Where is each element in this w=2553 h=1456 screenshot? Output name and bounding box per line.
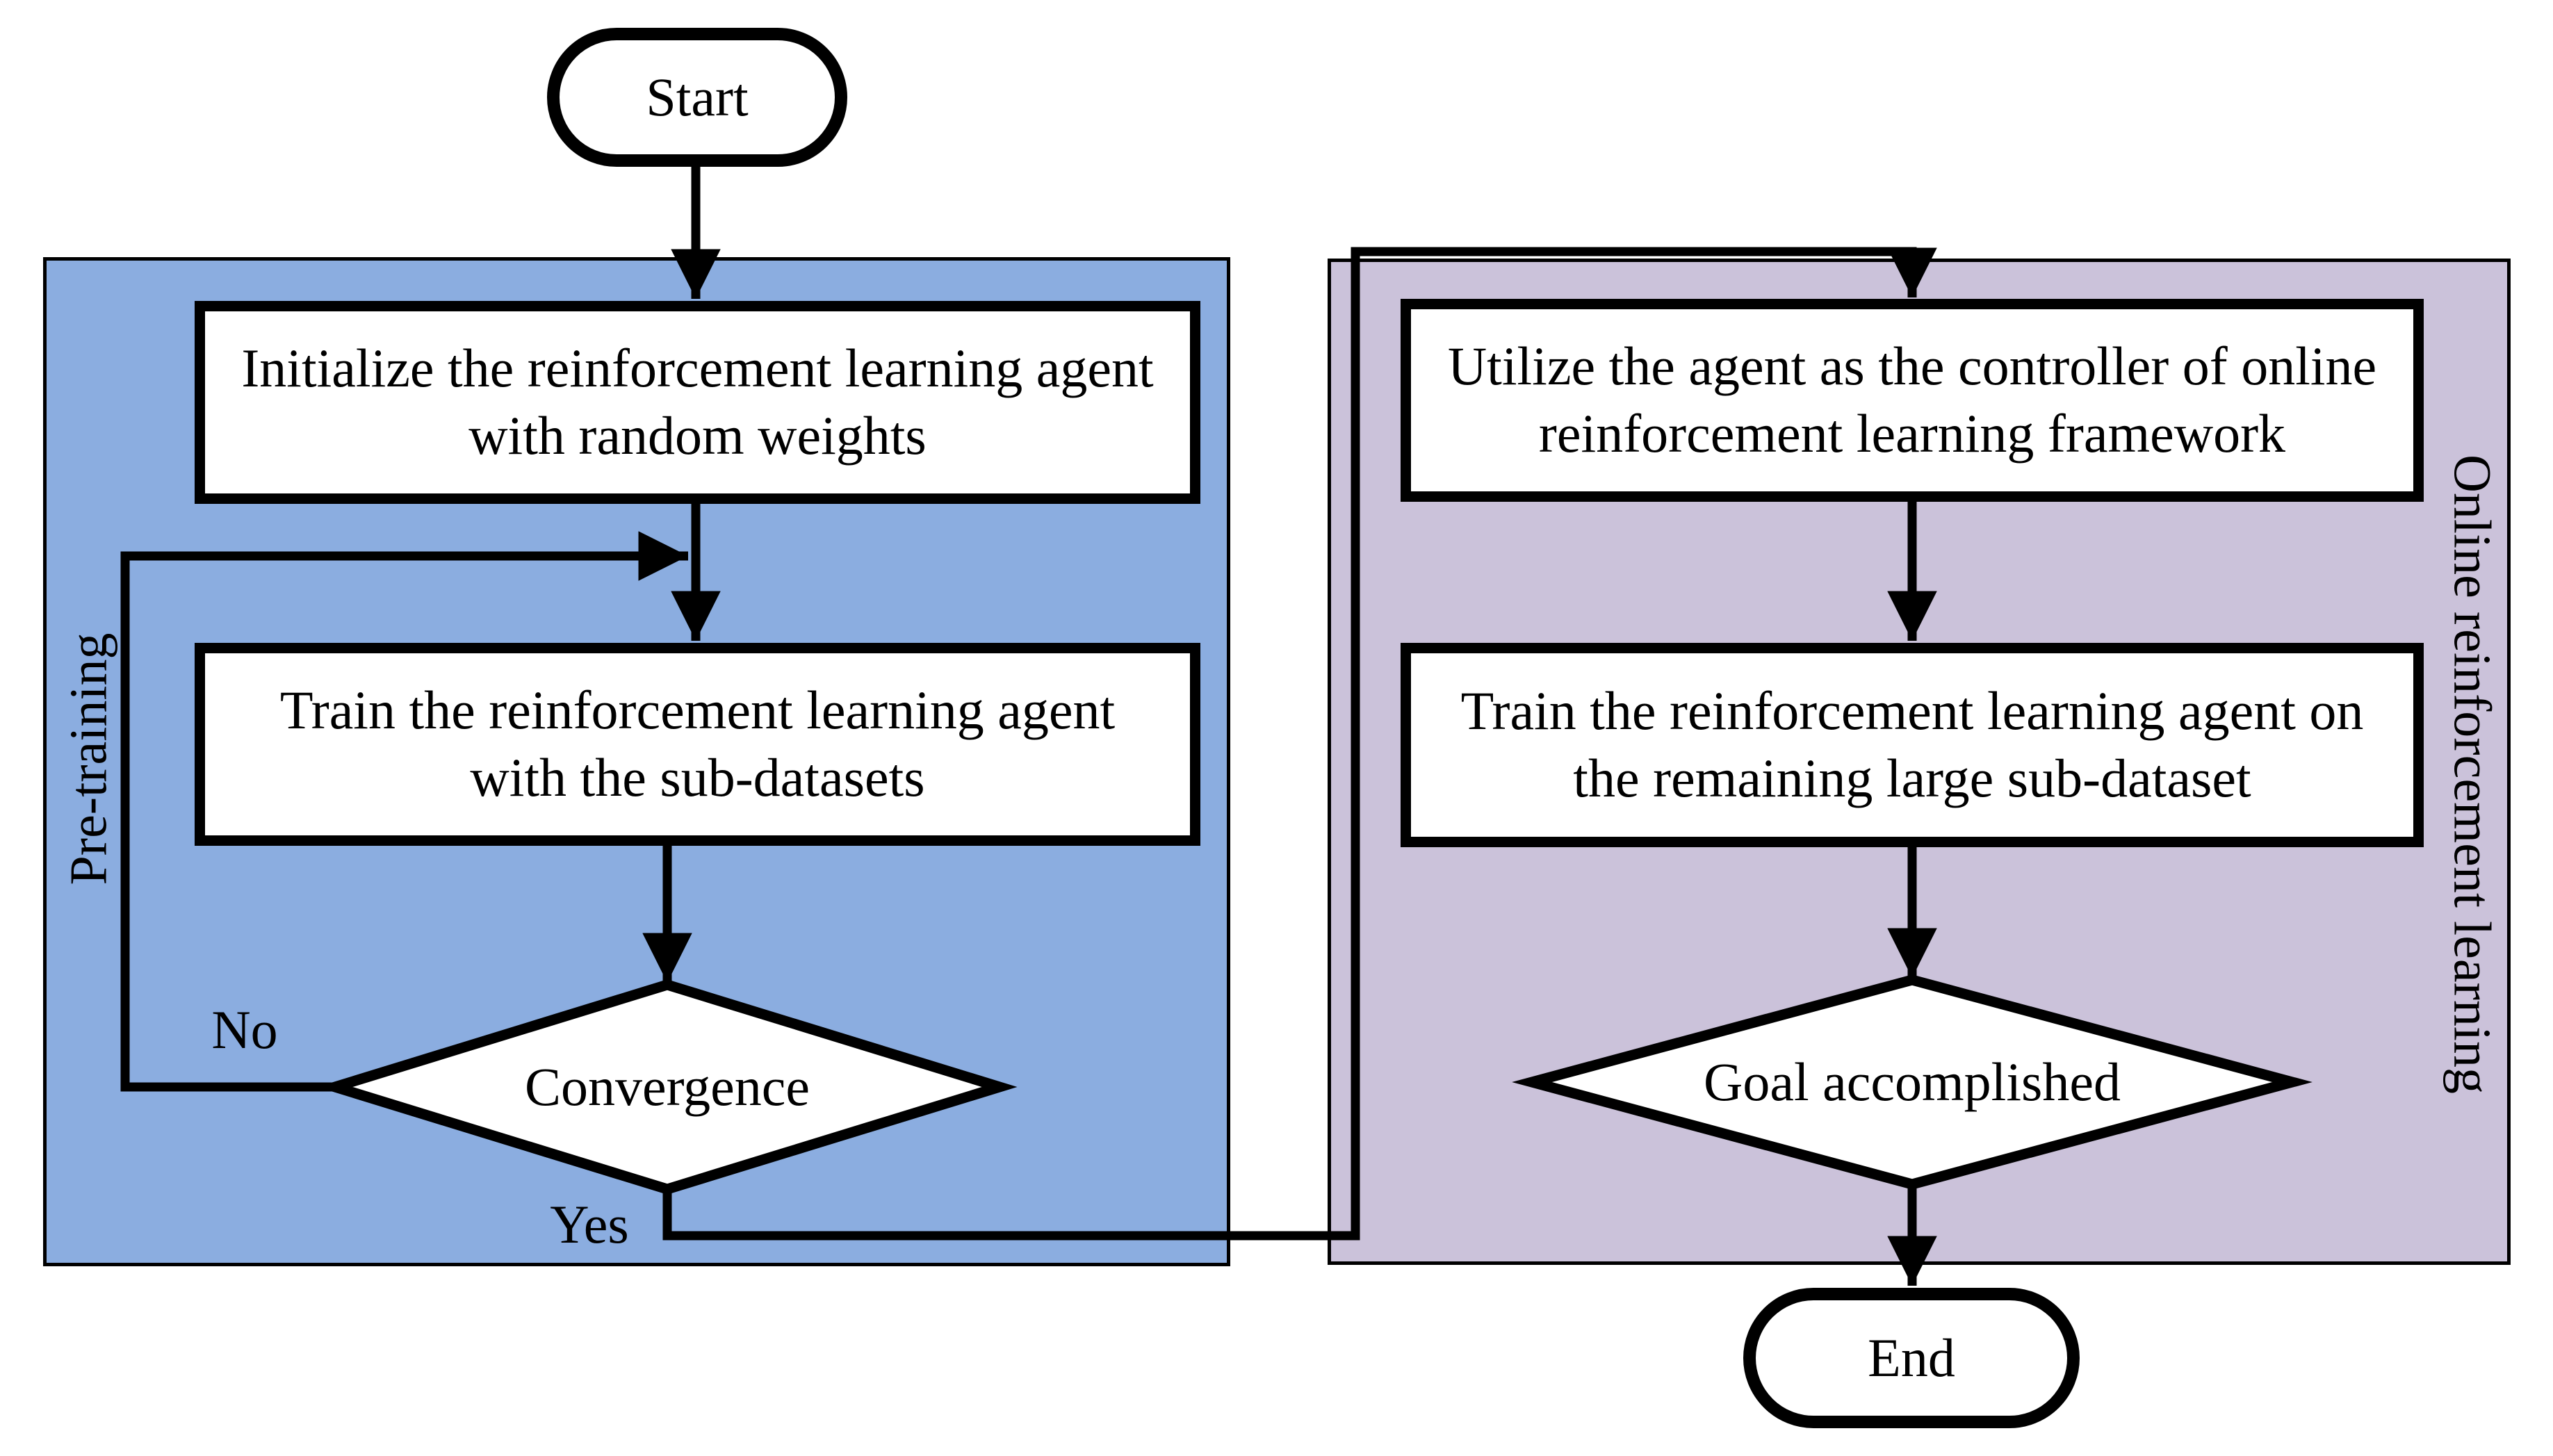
train-subdatasets-box-line2: with the sub-datasets [470,747,925,808]
train-large-subdataset-box-line2: the remaining large sub-dataset [1573,748,2251,808]
convergence-diamond [317,979,1018,1195]
goal-accomplished-diamond-label: Goal accomplished [1704,1052,2121,1112]
end-node: End [1743,1288,2080,1428]
arrow-convergence-yes-to-utilize [662,247,1937,1241]
train-subdatasets-box-line1: Train the reinforcement learning agent [279,680,1116,741]
pretraining-panel-label: Pre-training [59,632,118,885]
initialize-agent-box: Initialize the reinforcement learning ag… [195,301,1200,504]
initialize-agent-box-line1: Initialize the reinforcement learning ag… [241,338,1154,399]
train-large-subdataset-box-line1: Train the reinforcement learning agent o… [1460,680,2364,742]
arrow-convergence-no-loop [120,531,688,1092]
online-learning-panel-label: Online reinforcement learning [2442,454,2502,1095]
convergence-diamond-label: Convergence [524,1056,810,1117]
branch-label-no: No [211,999,278,1060]
start-node-label: Start [646,67,749,127]
start-node: Start [547,28,847,167]
branch-label-yes: Yes [550,1194,629,1254]
train-subdatasets-box: Train the reinforcement learning agent w… [195,643,1200,846]
initialize-agent-box-line2: with random weights [468,405,927,466]
train-large-subdataset-box: Train the reinforcement learning agent o… [1401,643,2424,847]
end-node-label: End [1868,1327,1955,1388]
utilize-agent-box-line2: reinforcement learning framework [1538,403,2286,464]
utilize-agent-box-line1: Utilize the agent as the controller of o… [1447,336,2377,397]
utilize-agent-box: Utilize the agent as the controller of o… [1401,299,2424,502]
goal-accomplished-diamond [1512,974,2313,1190]
